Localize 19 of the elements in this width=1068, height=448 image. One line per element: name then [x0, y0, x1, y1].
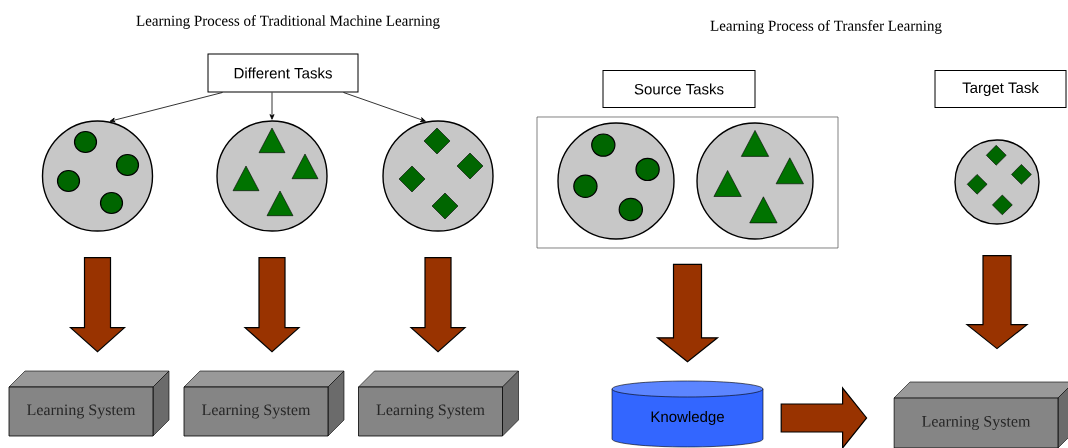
block-arrow	[780, 386, 868, 448]
label-box: Different Tasks	[207, 53, 359, 93]
label-box: Target Task	[934, 70, 1067, 108]
system-block: Learning System	[183, 370, 345, 437]
arrow	[109, 92, 223, 123]
block-arrow	[409, 257, 467, 353]
title: Learning Process of Traditional Machine Learning	[136, 15, 440, 29]
block-arrow	[965, 255, 1029, 350]
block-arrow	[68, 257, 127, 353]
system-block: Learning System	[8, 370, 170, 437]
label-box: Source Tasks	[602, 70, 756, 108]
database-cylinder: Knowledge	[611, 380, 764, 448]
arrow	[269, 92, 275, 120]
title: Learning Process of Transfer Learning	[710, 20, 942, 34]
system-block: Learning System	[893, 381, 1068, 448]
block-arrow	[243, 257, 301, 353]
arrow	[343, 92, 426, 122]
system-block: Learning System	[358, 370, 519, 437]
block-arrow	[655, 263, 720, 363]
